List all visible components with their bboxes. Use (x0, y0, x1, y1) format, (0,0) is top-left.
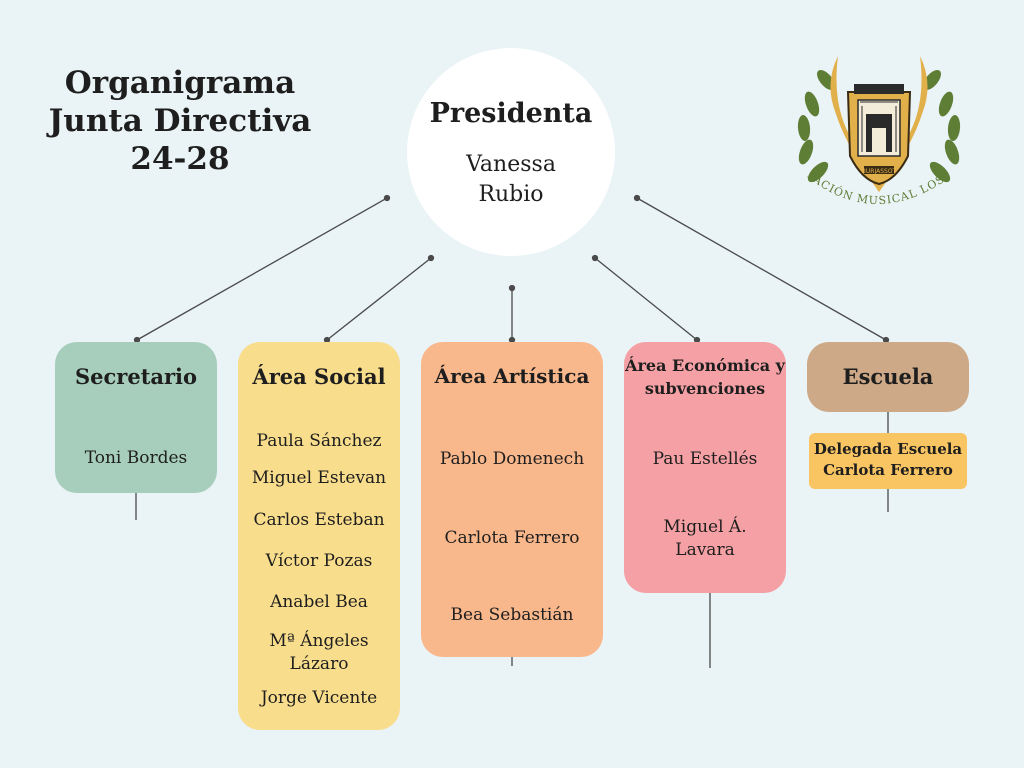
logo-town: BURJASSOT (862, 168, 897, 175)
area-artistica-member: Carlota Ferrero (444, 528, 580, 548)
school-delegate-badge: Delegada Escuela Carlota Ferrero (809, 433, 967, 489)
escuela-box: Escuela (807, 342, 969, 412)
area-economica-title: Área Económica y subvenciones (625, 356, 785, 398)
area-artistica-box: Área Artística Pablo Domenech Carlota Fe… (421, 342, 603, 657)
area-social-member: Carlos Esteban (253, 510, 385, 530)
area-social-box: Área Social Paula Sánchez Miguel Estevan… (238, 342, 400, 730)
title-line-2: Junta Directiva (48, 103, 312, 139)
area-social-member: Jorge Vicente (260, 688, 378, 708)
area-economica-member: Miguel Á. Lavara (663, 517, 747, 560)
president-name: Vanessa Rubio (466, 152, 556, 207)
area-social-member: Paula Sánchez (256, 431, 382, 451)
title-line-1: Organigrama (64, 65, 296, 101)
band-logo: BURJASSOT AGRUPACIÓN MUSICAL LOS SILOS (786, 44, 961, 207)
president-node: Presidenta Vanessa Rubio (407, 48, 615, 256)
area-artistica-member: Pablo Domenech (439, 449, 585, 469)
area-social-member: Mª Ángeles Lázaro (269, 631, 369, 674)
escuela-title: Escuela (842, 364, 934, 389)
delegate-role: Delegada Escuela (813, 440, 963, 458)
area-social-member: Miguel Estevan (251, 468, 387, 488)
secretario-box: Secretario Toni Bordes (55, 342, 217, 493)
area-artistica-title: Área Artística (434, 364, 590, 388)
area-social-title: Área Social (252, 364, 386, 389)
chart-title: Organigrama Junta Directiva 24-28 (30, 64, 330, 178)
area-artistica-member: Bea Sebastián (450, 605, 574, 625)
president-role: Presidenta (429, 98, 593, 129)
area-economica-box: Área Económica y subvenciones Pau Estell… (624, 342, 786, 593)
secretario-member: Toni Bordes (84, 448, 188, 468)
area-economica-member: Pau Estellés (652, 449, 758, 469)
secretario-title: Secretario (74, 364, 198, 389)
title-line-3: 24-28 (130, 141, 230, 177)
area-social-member: Anabel Bea (270, 592, 368, 612)
area-social-member: Víctor Pozas (265, 551, 373, 571)
delegate-name: Carlota Ferrero (823, 461, 953, 479)
